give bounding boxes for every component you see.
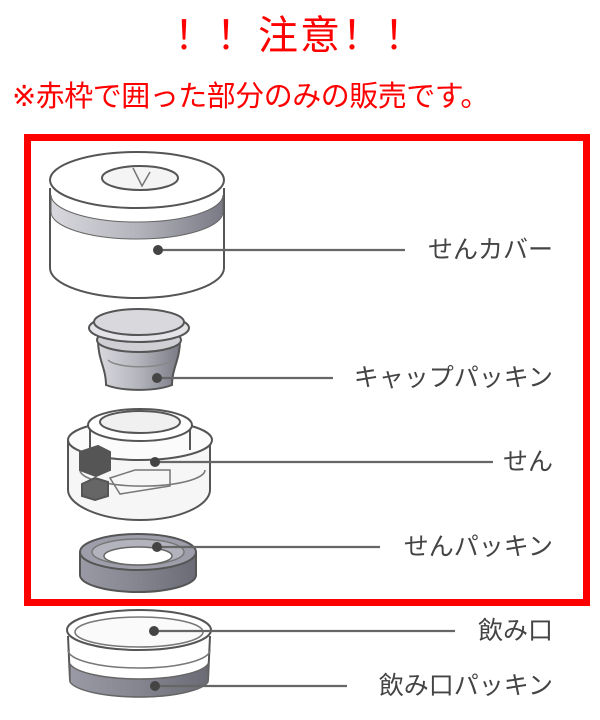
notice-title: ！！注意！！ [174,13,426,59]
sen-cover-illustration [49,151,225,299]
leader-lines [154,248,493,688]
label-sen: せん [502,447,553,476]
sold-parts-frame [24,134,590,606]
label-cap-packing: キャップパッキン [353,363,553,392]
sen-illustration [67,408,213,522]
label-nomikuchi: 飲み口 [477,616,553,645]
label-sen-packing: せんパッキン [403,532,553,561]
label-nomikuchi-packing: 飲み口パッキン [378,671,553,700]
sen-packing-illustration [79,533,197,593]
nomikuchi-illustration [66,609,212,698]
notice-subtitle: ※赤枠で囲った部分のみの販売です。 [12,79,489,113]
leader-dots [149,245,163,691]
label-sen-cover: せんカバー [427,235,553,264]
